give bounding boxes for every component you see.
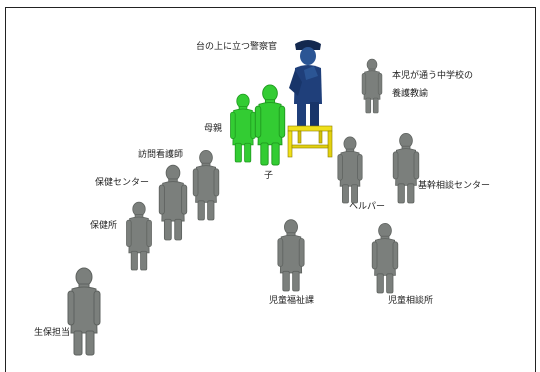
label-child-welfare-section: 児童福祉課 (269, 296, 315, 306)
label-teacher-line1: 本児が通う中学校の (392, 71, 474, 81)
label-welfare-staff: 生保担当 (34, 328, 71, 338)
label-child-guidance-center: 児童相談所 (388, 296, 434, 306)
helper-figure (337, 136, 363, 204)
welfare-staff-figure (67, 267, 101, 356)
label-helper: ヘルパー (349, 202, 386, 212)
label-core-center: 基幹相談センター (418, 181, 491, 191)
child-figure (254, 84, 286, 166)
visiting-nurse-figure (192, 149, 220, 221)
label-child: 子 (264, 171, 274, 181)
police-officer-figure (289, 40, 322, 128)
child-guidance-center-figure (371, 222, 399, 294)
label-teacher-line2: 養護教諭 (392, 89, 429, 99)
core-center-figure (392, 132, 420, 204)
health-center-figure (158, 164, 188, 241)
health-office-figure (126, 201, 152, 271)
label-mother: 母親 (204, 124, 223, 134)
label-visiting-nurse: 訪問看護師 (138, 150, 184, 160)
mother-figure (230, 93, 256, 163)
label-officer: 台の上に立つ警察官 (196, 42, 278, 52)
platform-stand (287, 125, 333, 158)
child-welfare-section-figure (277, 219, 305, 292)
teacher-figure (361, 58, 383, 114)
label-health-center: 保健センター (95, 178, 150, 188)
label-health-office: 保健所 (90, 221, 118, 231)
